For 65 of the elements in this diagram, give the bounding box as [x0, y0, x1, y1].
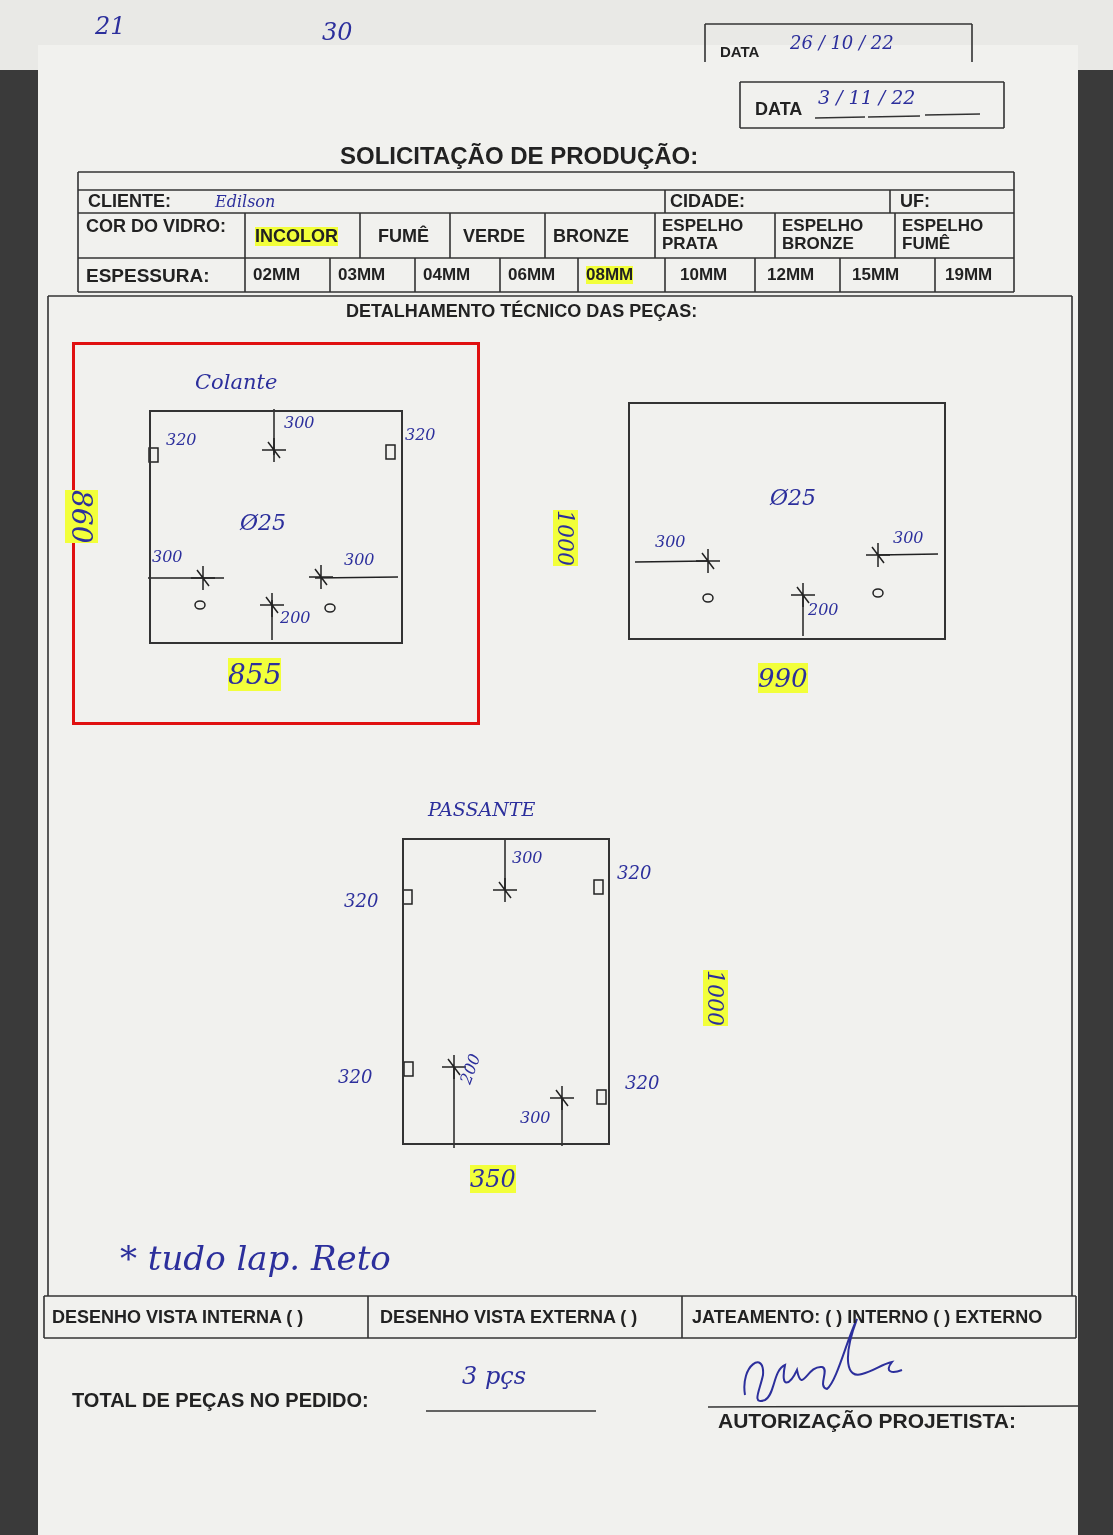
- field-label: ESPESSURA:: [86, 266, 210, 286]
- option-label: ESPELHO BRONZE: [782, 217, 865, 253]
- dimension-value: 990: [758, 663, 808, 693]
- dimension-value: 1000: [553, 510, 578, 566]
- dimension-value: 300: [655, 532, 686, 551]
- dimension-value: 200: [808, 600, 839, 619]
- dimension-value: 1000: [703, 970, 728, 1026]
- handwritten-date: 26 / 10 / 22: [790, 32, 894, 53]
- dimension-value: 300: [520, 1108, 551, 1127]
- option-label: BRONZE: [553, 227, 629, 246]
- option-label: ESPELHO FUMÊ: [902, 217, 985, 253]
- field-label: COR DO VIDRO:: [86, 217, 226, 236]
- highlight-frame: [72, 342, 480, 725]
- option-label: 19MM: [945, 266, 993, 284]
- handwritten-number: 21: [95, 12, 126, 40]
- dimension-value: 320: [405, 425, 436, 444]
- dimension-value: 350: [470, 1165, 516, 1193]
- dimension-value: 320: [338, 1066, 373, 1087]
- dimension-value: 300: [284, 413, 315, 432]
- dimension-value: 855: [228, 658, 282, 691]
- field-label: TOTAL DE PEÇAS NO PEDIDO:: [72, 1390, 369, 1411]
- handwritten-number: 30: [322, 18, 353, 46]
- option-label: INCOLOR: [255, 227, 338, 246]
- option-label: VERDE: [463, 227, 525, 246]
- dimension-value: 300: [344, 550, 375, 569]
- handwritten-date: 3 / 11 / 22: [818, 86, 916, 108]
- dimension-value: 200: [280, 608, 311, 627]
- form-title: SOLICITAÇÃO DE PRODUÇÃO:: [340, 143, 699, 169]
- piece-name: PASSANTE: [428, 798, 536, 820]
- hole-diameter: Ø25: [240, 510, 287, 535]
- checkbox-label: DESENHO VISTA INTERNA ( ): [52, 1308, 304, 1327]
- field-label: DATA: [755, 100, 803, 119]
- dimension-value: 320: [617, 862, 652, 883]
- checkbox-label: DESENHO VISTA EXTERNA ( ): [380, 1308, 638, 1327]
- handwritten-name: Edilson: [215, 192, 276, 211]
- field-label: UF:: [900, 192, 930, 211]
- dimension-value: 320: [625, 1072, 660, 1093]
- option-label: 08MM: [586, 266, 634, 284]
- hole-diameter: Ø25: [770, 485, 817, 510]
- option-label: FUMÊ: [378, 227, 429, 246]
- option-label: 04MM: [423, 266, 471, 284]
- glass-panel-outline: [628, 402, 946, 640]
- field-label: AUTORIZAÇÃO PROJETISTA:: [718, 1410, 1016, 1433]
- dimension-value: 320: [166, 430, 197, 449]
- option-label: 03MM: [338, 266, 386, 284]
- option-label: 10MM: [680, 266, 728, 284]
- dimension-value: 300: [152, 547, 183, 566]
- dimension-value: 300: [512, 848, 543, 867]
- piece-name: Colante: [195, 370, 278, 394]
- dimension-value: 300: [893, 528, 924, 547]
- field-label: CLIENTE:: [88, 192, 171, 211]
- handwritten-count: 3 pçs: [462, 1362, 527, 1390]
- option-label: 06MM: [508, 266, 556, 284]
- option-label: 15MM: [852, 266, 900, 284]
- checkbox-label: JATEAMENTO: ( ) INTERNO ( ) EXTERNO: [692, 1308, 1043, 1327]
- option-label: 12MM: [767, 266, 815, 284]
- section-heading: DETALHAMENTO TÉCNICO DAS PEÇAS:: [346, 302, 698, 321]
- dimension-value: 860: [65, 490, 98, 544]
- option-label: 02MM: [253, 266, 301, 284]
- dimension-value: 320: [344, 890, 379, 911]
- field-label: DATA: [720, 44, 760, 60]
- handwritten-note: * tudo lap. Reto: [120, 1238, 391, 1278]
- dimension-value: 200: [456, 1051, 485, 1087]
- option-label: ESPELHO PRATA: [662, 217, 745, 253]
- field-label: CIDADE:: [670, 192, 745, 211]
